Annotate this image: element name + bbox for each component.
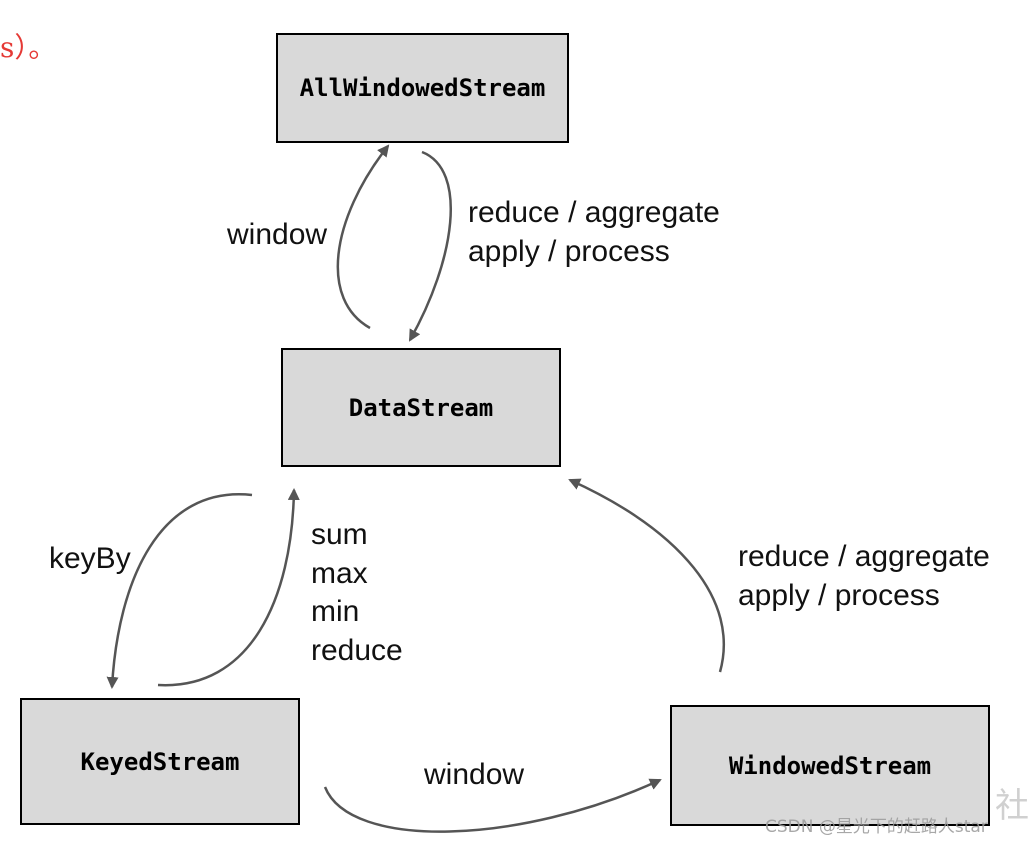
label-keyed-agg-1: sum <box>311 518 368 551</box>
arrow-allwindowed-to-datastream <box>408 150 453 342</box>
label-keyby: keyBy <box>49 542 131 575</box>
arrow-keyed-to-windowed <box>323 778 662 833</box>
label-allwindowed-op-1: reduce / aggregate <box>468 196 720 229</box>
node-keyedstream: KeyedStream <box>20 698 300 825</box>
node-datastream-label: DataStream <box>348 393 494 422</box>
arrow-windowed-to-datastream <box>568 478 726 673</box>
label-window-to-windowed: window <box>424 758 525 791</box>
label-keyed-agg-4: reduce <box>311 633 403 667</box>
label-window-to-allwindowed: window <box>227 218 328 251</box>
label-allwindowed-op-2: apply / process <box>468 234 670 268</box>
watermark-glyph: 社 <box>995 786 1028 826</box>
node-allwindowedstream-label: AllWindowedStream <box>299 74 546 102</box>
node-windowedstream: WindowedStream <box>670 705 990 826</box>
label-keyed-agg-3: min <box>311 595 360 628</box>
arrow-datastream-to-allwindowed <box>336 144 390 330</box>
watermark-text: CSDN @星光下的赶路人star <box>765 817 988 837</box>
corner-text-fragment: s）。 <box>0 31 57 64</box>
label-keyed-agg-2: max <box>311 556 368 590</box>
arrow-keyed-to-datastream <box>157 488 300 687</box>
label-windowed-op-2: apply / process <box>738 578 940 612</box>
node-allwindowedstream: AllWindowedStream <box>276 33 569 143</box>
label-keyed-aggregations: sum max min reduce <box>311 516 403 670</box>
node-keyedstream-label: KeyedStream <box>80 747 240 776</box>
node-windowedstream-label: WindowedStream <box>728 751 932 780</box>
node-datastream: DataStream <box>281 348 561 467</box>
label-allwindowed-ops: reduce / aggregate apply / process <box>468 194 720 271</box>
label-windowed-op-1: reduce / aggregate <box>738 540 990 573</box>
label-windowed-ops: reduce / aggregate apply / process <box>738 538 990 615</box>
arrow-datastream-to-keyed <box>106 493 253 689</box>
